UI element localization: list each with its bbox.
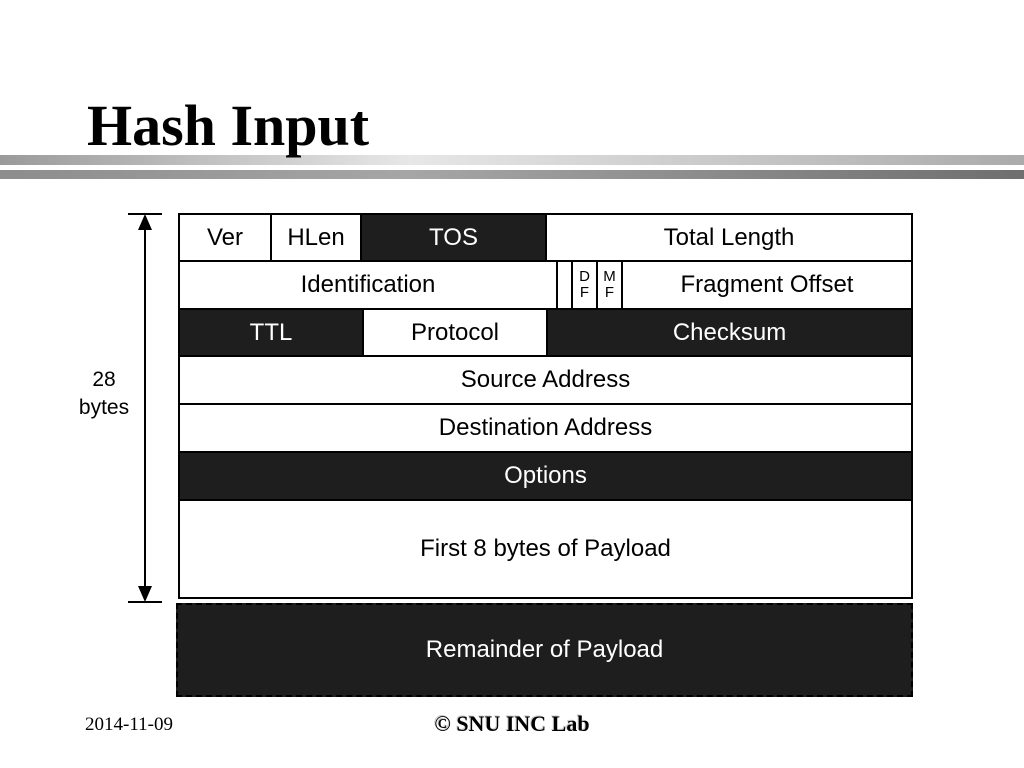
byte-count-label: 28 bytes bbox=[72, 366, 136, 422]
row-ttl-line: TTL Protocol Checksum bbox=[180, 310, 911, 357]
field-options: Options bbox=[180, 453, 911, 499]
field-hlen: HLen bbox=[272, 215, 362, 260]
field-total-length: Total Length bbox=[547, 215, 911, 260]
byte-span-arrow bbox=[128, 213, 162, 603]
ip-header-diagram: Ver HLen TOS Total Length Identification… bbox=[178, 213, 913, 599]
df-flag-top: D bbox=[579, 268, 590, 285]
field-checksum: Checksum bbox=[548, 310, 911, 355]
field-version: Ver bbox=[180, 215, 272, 260]
field-fragment-offset: Fragment Offset bbox=[623, 262, 911, 308]
field-reserved-flag bbox=[558, 262, 573, 308]
field-mf-flag: M F bbox=[598, 262, 623, 308]
page-title: Hash Input bbox=[87, 93, 370, 158]
byte-count-value: 28 bbox=[92, 368, 116, 391]
row-version-line: Ver HLen TOS Total Length bbox=[180, 215, 911, 262]
field-first-payload: First 8 bytes of Payload bbox=[180, 501, 911, 597]
byte-count-unit: bytes bbox=[78, 396, 130, 419]
title-divider-light bbox=[0, 155, 1024, 165]
field-protocol: Protocol bbox=[364, 310, 548, 355]
row-options: Options bbox=[180, 453, 911, 501]
field-ttl: TTL bbox=[180, 310, 364, 355]
field-tos: TOS bbox=[362, 215, 547, 260]
field-df-flag: D F bbox=[573, 262, 598, 308]
df-flag-bottom: F bbox=[579, 284, 590, 301]
mf-flag-top: M bbox=[603, 268, 616, 285]
row-fragment-line: Identification D F M F Fragment Offset bbox=[180, 262, 911, 310]
field-destination-address: Destination Address bbox=[180, 405, 911, 451]
field-source-address: Source Address bbox=[180, 357, 911, 403]
footer-date: 2014-11-09 bbox=[85, 714, 173, 735]
footer-credit: © SNU INC Lab bbox=[434, 711, 590, 736]
mf-flag-bottom: F bbox=[604, 284, 615, 301]
row-destination-address: Destination Address bbox=[180, 405, 911, 453]
title-divider-dark bbox=[0, 170, 1024, 179]
row-first-payload: First 8 bytes of Payload bbox=[180, 501, 911, 597]
remainder-of-payload-block: Remainder of Payload bbox=[176, 603, 913, 697]
row-source-address: Source Address bbox=[180, 357, 911, 405]
field-identification: Identification bbox=[180, 262, 558, 308]
